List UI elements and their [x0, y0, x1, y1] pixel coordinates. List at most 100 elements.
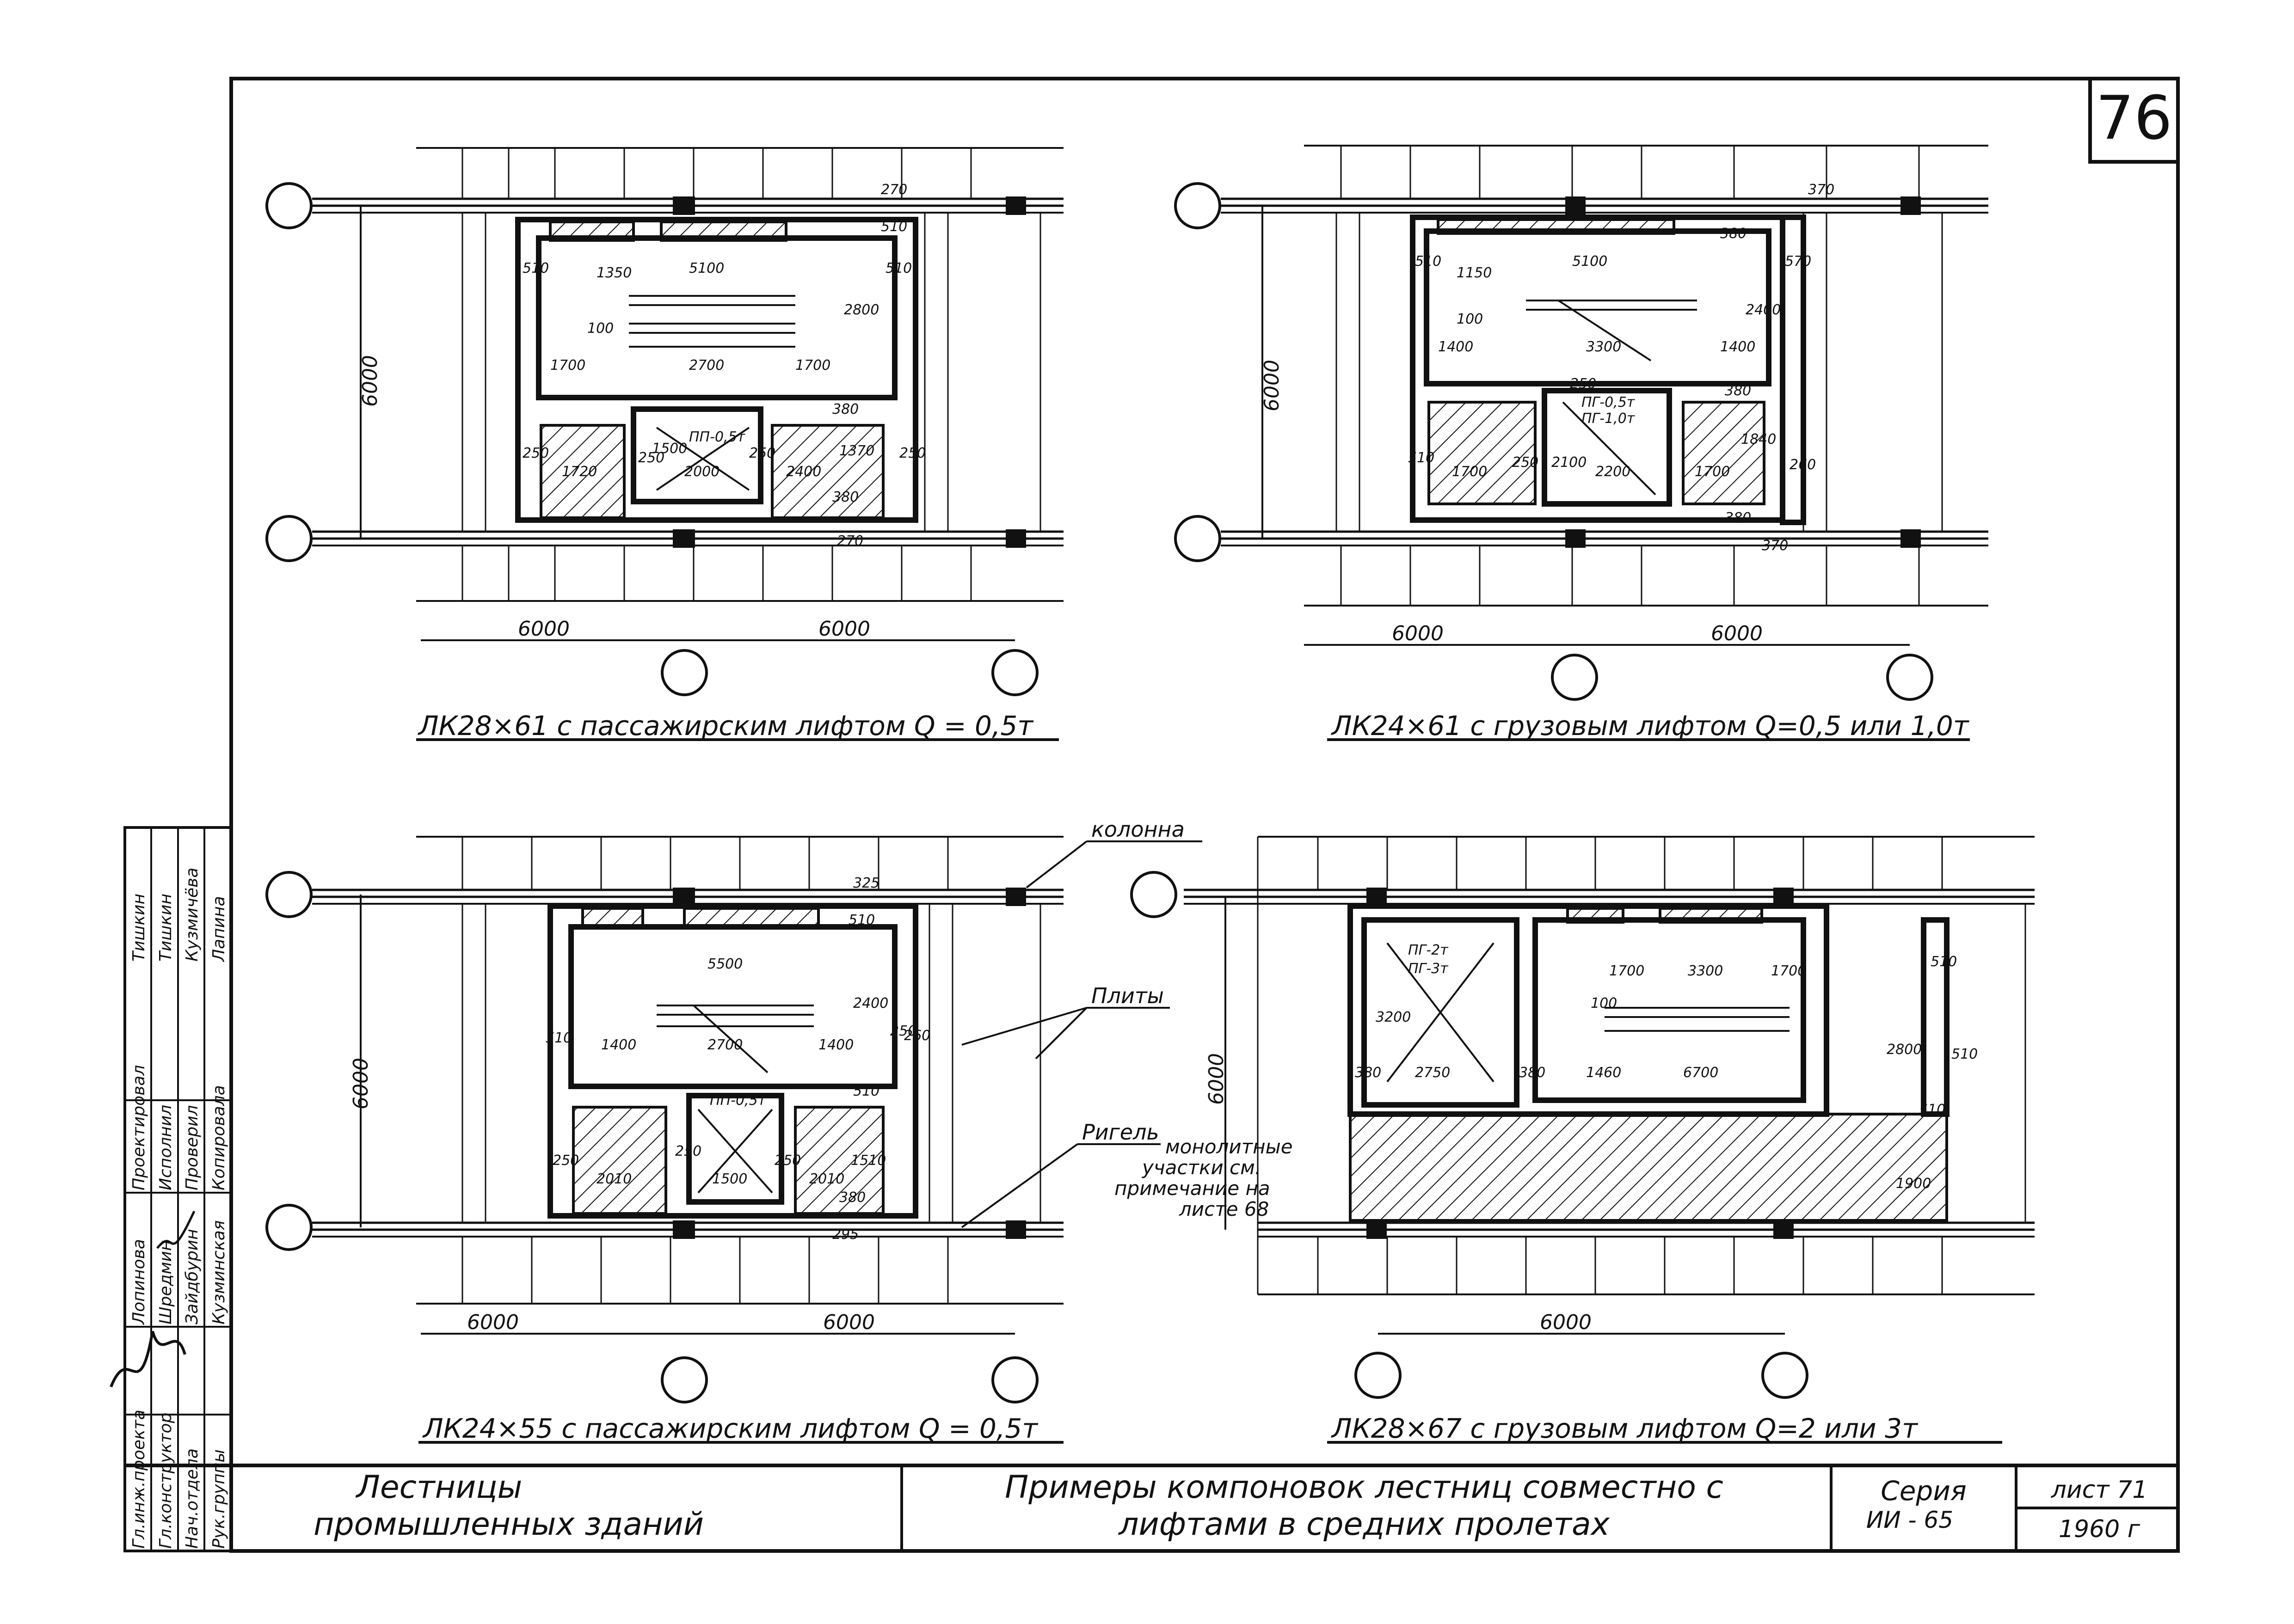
dim-value: 1500: [652, 441, 687, 457]
dim-value: 1150: [1457, 265, 1492, 281]
dim-value: 510: [1408, 450, 1434, 466]
dim-left: 6000: [358, 355, 382, 407]
dim-value: 1370: [839, 443, 874, 459]
dim-value: 2400: [1746, 302, 1781, 318]
year: 1960 г: [2059, 1515, 2140, 1543]
dim-value: 1700: [1452, 464, 1487, 480]
dim-value: 325: [853, 875, 879, 891]
dim-value: 1510: [851, 1152, 886, 1169]
dim-bottom-left: 6000: [1392, 622, 1444, 645]
dim-value: ПП-0,5т: [710, 1092, 767, 1109]
sheet-frame: [229, 77, 2180, 1553]
axis-circle: [661, 649, 708, 696]
dim-value: 2100: [1551, 454, 1587, 471]
stamp-name-3: Зайдбурин: [183, 1229, 202, 1324]
dim-value: 260: [1790, 457, 1816, 473]
plan-1: 6000 6000 6000 510 1350 5100 510 100 280…: [265, 147, 1064, 742]
stamp-name-1: Лопинова: [129, 1239, 148, 1325]
dim-value: 1720: [562, 464, 597, 480]
dim-value: ПГ-1,0т: [1581, 411, 1636, 427]
dim-value: 380: [1725, 383, 1751, 399]
dim-bottom-left: 6000: [467, 1311, 519, 1334]
label-monolithic-4: листе 68: [1179, 1198, 1269, 1220]
dim-value: 250: [1512, 454, 1538, 471]
dim-value: 1700: [550, 357, 585, 374]
dim-value: 2400: [853, 995, 888, 1011]
dim-value: 2000: [684, 464, 720, 480]
label-monolithic-1: монолитные: [1165, 1135, 1293, 1158]
stamp-name2-2: Тишкин: [156, 894, 175, 962]
dim-value: 1400: [818, 1037, 854, 1053]
dim-value: 2010: [809, 1171, 844, 1187]
plan-caption: ЛК28×61 с пассажирским лифтом Q = 0,5т: [418, 710, 1034, 742]
dim-value: 3200: [1376, 1009, 1411, 1025]
dim-bottom: 6000: [1540, 1311, 1592, 1334]
dim-value: 1350: [597, 265, 632, 281]
dim-value: 260: [904, 1028, 930, 1044]
title-mid-line1: Примеры компоновок лестниц совместно с: [1005, 1469, 1723, 1506]
axis-circle: [991, 1356, 1039, 1403]
dim-value: 1840: [1741, 431, 1776, 447]
title-left-line1: Лестницы: [355, 1469, 523, 1506]
dim-value: 380: [1355, 1065, 1381, 1081]
axis-circle: [1174, 515, 1221, 562]
stamp-role2-4: Копировала: [209, 1085, 228, 1190]
dim-value: 1700: [1771, 963, 1806, 979]
dim-value: 100: [1457, 311, 1483, 327]
label-column: колонна: [1091, 817, 1185, 842]
dim-bottom-right: 6000: [1711, 622, 1763, 645]
dim-value: 510: [849, 912, 875, 928]
dim-value: ПГ-2т: [1408, 942, 1449, 958]
dim-bottom-left: 6000: [518, 617, 570, 641]
plan-caption: ЛК28×67 с грузовым лифтом Q=2 или 3т: [1331, 1413, 1919, 1444]
dim-value: 370: [1808, 182, 1834, 198]
dim-value: 295: [832, 1226, 859, 1243]
axis-circle: [265, 871, 313, 918]
dim-value: 250: [775, 1152, 801, 1169]
dim-value: 380: [1519, 1065, 1545, 1081]
dim-value: 3300: [1688, 963, 1723, 979]
dim-value: 570: [1785, 253, 1811, 270]
label-beam: Ригель: [1082, 1120, 1159, 1145]
dim-value: 100: [1591, 995, 1617, 1011]
dim-value: 250: [523, 445, 549, 461]
dim-value: 510: [886, 260, 912, 276]
dim-bottom-right: 6000: [823, 1311, 875, 1334]
dim-value: 2700: [689, 357, 724, 374]
axis-circle: [265, 515, 313, 562]
dim-value: 370: [1762, 538, 1788, 554]
dim-value: 6700: [1683, 1065, 1718, 1081]
label-monolithic-2: участки см.: [1141, 1156, 1261, 1179]
stamp-role2-1: Проектировал: [129, 1065, 148, 1190]
list-label: лист 71: [2051, 1476, 2148, 1504]
dim-value: 380: [839, 1189, 866, 1206]
dim-value: 1700: [1695, 464, 1730, 480]
dim-value: 250: [899, 445, 926, 461]
dim-value: 1700: [795, 357, 830, 374]
axis-circle: [661, 1356, 708, 1403]
dim-value: 3300: [1586, 339, 1621, 355]
dim-value: 1900: [1896, 1176, 1931, 1192]
dim-value: 250: [890, 1023, 916, 1039]
plan-2: 6000 6000 6000 510 1150 5100 380 570 100…: [1174, 145, 1988, 742]
dim-value: 510: [1919, 1102, 1945, 1118]
dim-value: 1500: [712, 1171, 747, 1187]
stamp-name2-1: Тишкин: [129, 894, 148, 962]
title-left-line2: промышленных зданий: [314, 1506, 704, 1543]
sheet-number: 76: [2096, 83, 2172, 153]
label-monolithic-3: примечание на: [1114, 1177, 1270, 1200]
dim-value: 510: [1951, 1046, 1978, 1062]
dim-value: 510: [881, 219, 907, 235]
dim-left: 6000: [349, 1058, 373, 1109]
plan-caption: ЛК24×61 с грузовым лифтом Q=0,5 или 1,0т: [1331, 710, 1970, 742]
dim-value: 2700: [707, 1037, 743, 1053]
stamp-role2-2: Исполнил: [156, 1105, 175, 1190]
label-slabs: Плиты: [1091, 983, 1164, 1008]
dim-value: 1400: [1720, 339, 1755, 355]
dim-value: 250: [675, 1143, 701, 1159]
dim-value: 5500: [707, 956, 743, 972]
dim-value: 510: [546, 1030, 572, 1046]
dim-value: 510: [523, 260, 549, 276]
stamp-name-2: Шредмин: [156, 1240, 175, 1324]
